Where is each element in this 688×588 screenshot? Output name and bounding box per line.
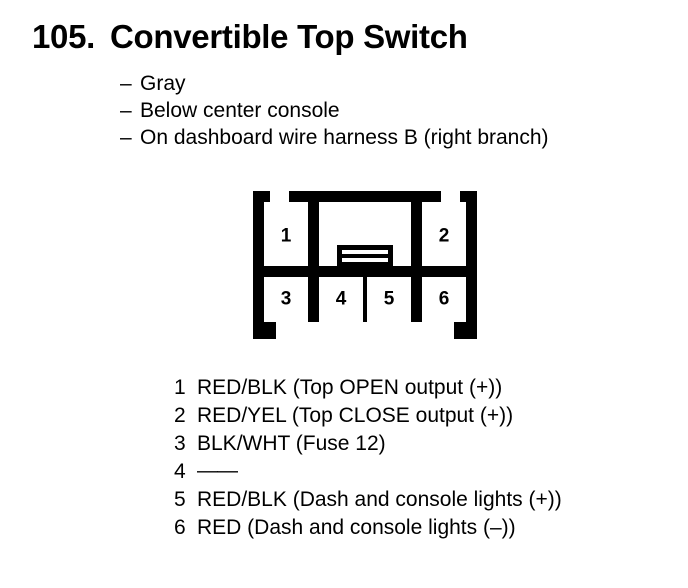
center-locking-tab-icon [337,245,393,266]
attribute-label: On dashboard wire harness B (right branc… [140,126,549,149]
pin-legend-number: 2 [174,404,186,427]
pin-legend-description: RED/YEL (Top CLOSE output (+)) [197,404,514,427]
pin-legend-list: 1 RED/BLK (Top OPEN output (+)) 2 RED/YE… [174,374,674,542]
pin-legend-description: RED (Dash and console lights (–)) [197,516,516,539]
pin-legend-description: RED/BLK (Top OPEN output (+)) [197,376,503,399]
attribute-item-color: – Gray [120,70,680,97]
pin-legend-description: —— [197,459,238,482]
pin-legend-row: 6 RED (Dash and console lights (–)) [174,514,674,542]
pin-cell-1 [264,202,308,266]
attribute-item-location: – Below center console [120,97,680,124]
pin-cell-6 [422,277,466,322]
pin-legend-number: 3 [174,432,186,455]
pin-legend-number: 5 [174,488,186,511]
pin-cell-2 [422,202,466,266]
pin-number-1: 1 [281,226,292,247]
page-title: 105. Convertible Top Switch [32,18,672,56]
attribute-list: – Gray – Below center console – On dashb… [120,70,680,151]
attribute-label: Below center console [140,99,340,122]
dash-bullet-icon: – [120,99,132,122]
center-locking-tab-stripe-lower [342,258,388,262]
attribute-label: Gray [140,72,186,95]
pin-cell-5 [367,277,411,322]
connector-diagram: 1 2 3 4 5 6 [253,191,477,339]
page-title-text: Convertible Top Switch [110,18,468,55]
pin-number-3: 3 [281,289,292,310]
dash-bullet-icon: – [120,72,132,95]
header-block: 105. Convertible Top Switch [32,18,672,56]
pin-legend-row: 5 RED/BLK (Dash and console lights (+)) [174,486,674,514]
pin-number-5: 5 [384,289,395,310]
pin-legend-row: 2 RED/YEL (Top CLOSE output (+)) [174,402,674,430]
pin-legend-description: BLK/WHT (Fuse 12) [197,432,386,455]
attribute-item-harness: – On dashboard wire harness B (right bra… [120,124,680,151]
pin-number-6: 6 [439,289,450,310]
pin-cell-3 [264,277,308,322]
pin-legend-row: 3 BLK/WHT (Fuse 12) [174,430,674,458]
pin-cell-4 [319,277,363,322]
dash-bullet-icon: – [120,126,132,149]
pin-legend-row: 1 RED/BLK (Top OPEN output (+)) [174,374,674,402]
pin-number-4: 4 [336,289,347,310]
pin-number-2: 2 [439,226,450,247]
page-title-number: 105. [32,18,96,55]
pin-legend-row: 4 —— [174,458,674,486]
center-locking-tab-stripe-upper [342,250,388,254]
pin-legend-number: 4 [174,460,186,483]
pin-legend-number: 6 [174,516,186,539]
pin-legend-description: RED/BLK (Dash and console lights (+)) [197,488,562,511]
pin-legend-number: 1 [174,376,186,399]
